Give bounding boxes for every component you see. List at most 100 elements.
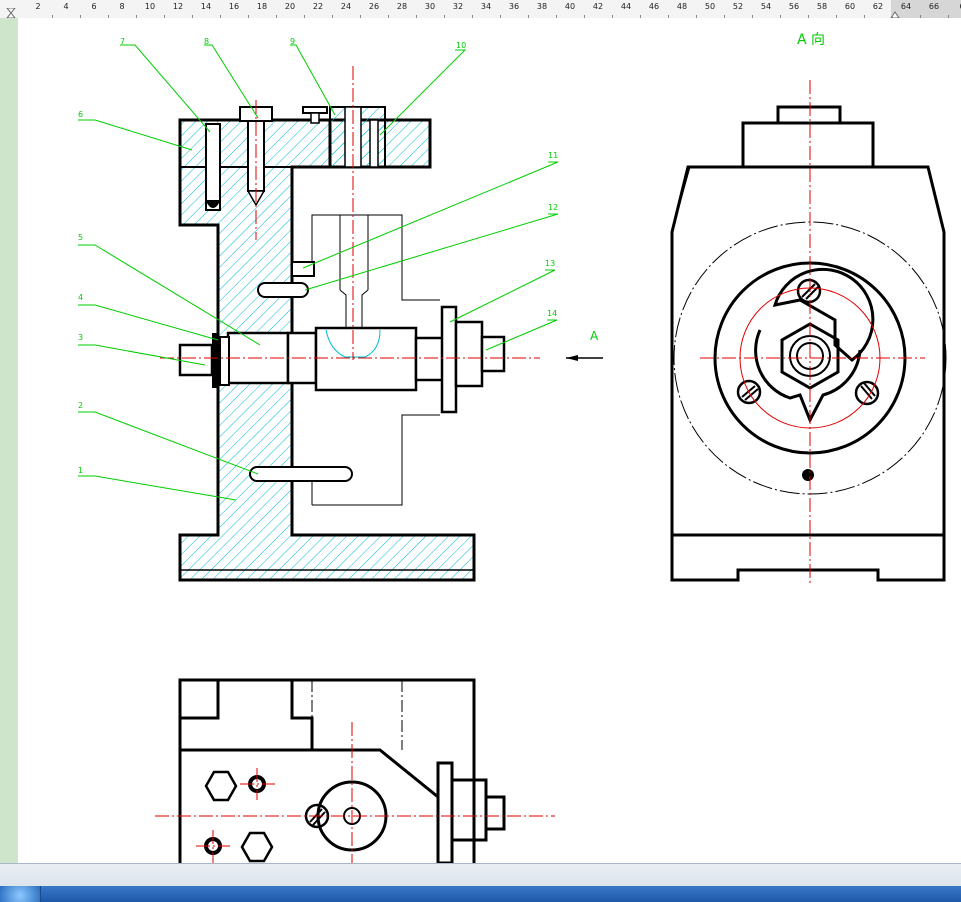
ruler-label: 54	[760, 2, 772, 11]
ruler-tick	[304, 15, 305, 18]
ruler-label: 58	[816, 2, 828, 11]
ruler-tick	[808, 15, 809, 18]
pin-part-7	[205, 123, 221, 211]
ruler-tick	[332, 15, 333, 18]
ruler-label: 4	[63, 2, 69, 11]
ruler-tick	[220, 15, 221, 18]
part-label-7: 7	[120, 37, 125, 46]
part-label-10: 10	[456, 41, 466, 50]
ruler-label: 18	[256, 2, 268, 11]
top-view	[155, 678, 555, 863]
side-view-a: A 向	[670, 32, 947, 585]
part-label-9: 9	[290, 37, 295, 46]
ruler-tick	[724, 15, 725, 18]
ruler-tick	[696, 15, 697, 18]
ruler-label: 40	[564, 2, 576, 11]
ruler-label: 62	[872, 2, 884, 11]
ruler-label: 20	[284, 2, 296, 11]
left-margin-bar	[0, 18, 19, 863]
ruler-label: 28	[396, 2, 408, 11]
ruler-tick	[444, 15, 445, 18]
ruler-margin-area	[891, 0, 961, 18]
ruler-label: 56	[788, 2, 800, 11]
front-centerlines	[160, 66, 540, 360]
ruler-label: 46	[648, 2, 660, 11]
ruler-tick	[472, 15, 473, 18]
ruler-label: 50	[704, 2, 716, 11]
windows-taskbar	[0, 863, 961, 902]
nut-part-14	[440, 305, 506, 414]
pin-part-11	[257, 261, 315, 298]
windows-start-icon[interactable]	[0, 886, 41, 902]
ruler-tick	[612, 15, 613, 18]
ruler-tick	[920, 15, 921, 18]
part-label-14: 14	[547, 309, 557, 318]
part-label-12: 12	[548, 203, 558, 212]
ruler-tick	[584, 15, 585, 18]
screw-part-9	[302, 106, 328, 124]
ruler-label: 34	[480, 2, 492, 11]
ruler-tick	[528, 15, 529, 18]
ruler-label: 26	[368, 2, 380, 11]
left-indent-marker-icon[interactable]	[6, 8, 16, 18]
ruler-tick	[52, 15, 53, 18]
pin-part-2	[249, 466, 353, 482]
ruler-tick	[556, 15, 557, 18]
ruler-label: 60	[844, 2, 856, 11]
ruler-label: 30	[424, 2, 436, 11]
mandrel-part-5	[226, 326, 458, 392]
direction-label: A	[590, 329, 599, 343]
ruler-label: 2	[35, 2, 41, 11]
ruler-tick	[276, 15, 277, 18]
ruler-tick	[136, 15, 137, 18]
ruler-tick	[892, 15, 893, 18]
taskbar-strip	[0, 886, 961, 902]
part-label-5: 5	[78, 233, 83, 242]
technical-drawing: A 7 8 9 10 6 5 4 3 2 1 11	[78, 32, 947, 863]
part-label-6: 6	[78, 110, 83, 119]
ruler-label: 12	[172, 2, 184, 11]
ruler-tick	[248, 15, 249, 18]
part-label-2: 2	[78, 401, 83, 410]
ruler-tick	[948, 15, 949, 18]
ruler-label: 32	[452, 2, 464, 11]
ruler-label: 16	[228, 2, 240, 11]
right-indent-marker-icon[interactable]	[890, 8, 900, 18]
ruler-tick	[192, 15, 193, 18]
ruler-tick	[108, 15, 109, 18]
ruler-label: 22	[312, 2, 324, 11]
locating-hole	[802, 469, 814, 481]
part-label-13: 13	[545, 259, 555, 268]
ruler-tick	[500, 15, 501, 18]
view-direction-arrow: A	[566, 329, 603, 361]
ruler-tick	[388, 15, 389, 18]
part-label-4: 4	[78, 293, 83, 302]
ruler-tick	[80, 15, 81, 18]
ruler-tick	[360, 15, 361, 18]
ruler-label: 6	[959, 2, 961, 11]
ruler-label: 42	[592, 2, 604, 11]
part-number-labels: 7 8 9 10 6 5 4 3 2 1 11 12 13 14	[78, 37, 558, 475]
ruler-label: 36	[508, 2, 520, 11]
ruler-label: 48	[676, 2, 688, 11]
front-section-view: A	[78, 44, 603, 582]
nut-part-3	[178, 333, 230, 388]
ruler-tick	[640, 15, 641, 18]
part-label-8: 8	[204, 37, 209, 46]
ruler-label: 66	[928, 2, 940, 11]
ruler-tick	[752, 15, 753, 18]
ruler-label: 44	[620, 2, 632, 11]
ruler-tick	[836, 15, 837, 18]
ruler-label: 24	[340, 2, 352, 11]
ruler-tick	[780, 15, 781, 18]
view-title: A 向	[797, 32, 825, 48]
ruler-label: 38	[536, 2, 548, 11]
ruler-label: 8	[119, 2, 125, 11]
top-bushing-part-10	[328, 106, 432, 169]
ruler-tick	[416, 15, 417, 18]
ruler-label: 64	[900, 2, 912, 11]
drawing-canvas[interactable]: A 7 8 9 10 6 5 4 3 2 1 11	[18, 18, 961, 863]
ruler-tick	[668, 15, 669, 18]
leader-lines	[78, 44, 559, 501]
